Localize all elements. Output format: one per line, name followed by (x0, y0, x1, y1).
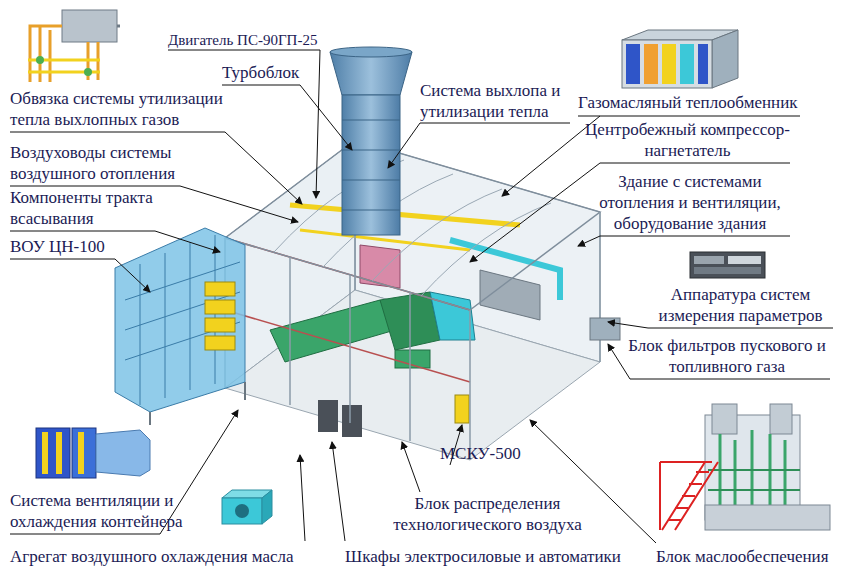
air-intake-part (205, 282, 235, 296)
building-part (590, 318, 620, 340)
building-part (274, 160, 551, 296)
leader-lines (10, 50, 833, 543)
air-intake-part (150, 382, 245, 425)
callout-label: Центробежный компрессор-нагнетатель (580, 119, 795, 161)
air-intake-part (115, 228, 245, 412)
callout-label: Блок фильтров пускового и топливного газ… (622, 335, 832, 377)
heat-exchanger-inset-part (626, 44, 640, 84)
measurement-cabinet-inset-part (728, 256, 761, 264)
oil-supply-inset-part (660, 462, 712, 530)
callout-label: Аппаратура систем измерения параметров (648, 284, 833, 326)
piping-inset-part (62, 10, 117, 42)
oil-cooler-inset-part (222, 498, 262, 524)
leader-lines-part (300, 455, 305, 541)
building-part (360, 245, 400, 288)
callout-label: ВОУ ЦН-100 (10, 236, 105, 257)
callout-label: Двигатель ПС-90ГП-25 (168, 30, 317, 51)
heat-exchanger-inset-part (680, 44, 694, 84)
heat-exchanger-inset (622, 30, 738, 88)
piping-inset (28, 10, 120, 82)
building-part (455, 395, 469, 423)
piping-inset-part (84, 68, 92, 76)
exhaust-stack (330, 47, 412, 235)
building-part (225, 140, 600, 310)
oil-cooler-inset (222, 490, 272, 524)
building-part (290, 205, 520, 225)
callout-label: Шкафы электросиловые и автоматики (345, 546, 621, 567)
ventilation-inset-part (36, 428, 70, 478)
heat-exchanger-inset-part (644, 44, 658, 84)
building-part (430, 292, 475, 340)
oil-cooler-inset-part (262, 490, 272, 524)
ventilation-inset-part (96, 430, 150, 476)
oil-cooler-inset-part (235, 504, 249, 518)
oil-supply-inset-part (705, 505, 830, 530)
ventilation-inset-part (42, 432, 48, 474)
air-intake-part (205, 336, 235, 350)
oil-supply-inset-part (770, 404, 792, 434)
ventilation-inset (36, 428, 150, 478)
heat-exchanger-inset-part (712, 30, 738, 88)
exhaust-stack-part (342, 120, 400, 210)
leader-lines-part (168, 50, 320, 198)
building-part (225, 238, 470, 382)
building-part (318, 400, 338, 432)
callout-label: Здание с системами отопления и вентиляци… (585, 171, 795, 234)
leader-lines-part (10, 259, 150, 292)
callout-label: Блок маслообеспечения (656, 546, 829, 567)
callout-label: Турбоблок (222, 62, 299, 83)
piping-inset-part (30, 26, 98, 82)
building-part (270, 300, 395, 362)
exhaust-stack-part (330, 52, 412, 95)
leader-lines-part (402, 442, 420, 492)
air-intake-part (125, 235, 240, 405)
leader-lines-part (332, 442, 345, 541)
ventilation-inset-part (72, 428, 96, 478)
callout-label: Система вентиляции и охлаждения контейне… (10, 490, 205, 532)
callout-label: Блок распределения технологического возд… (380, 493, 595, 535)
piping-inset-part (36, 56, 44, 64)
leader-lines-part (10, 410, 238, 534)
building-part (225, 140, 600, 460)
callout-label: Обвязка системы утилизации тепла выхлопн… (10, 88, 250, 130)
measurement-cabinet-inset (690, 252, 765, 278)
air-intake (115, 228, 245, 425)
oil-supply-inset-part (720, 430, 785, 505)
callout-label: Агрегат воздушного охлаждения масла (10, 546, 294, 567)
building-part (225, 290, 600, 460)
callout-label: Воздуховоды системы воздушного отопления (10, 142, 200, 184)
heat-exchanger-inset-part (662, 44, 676, 84)
building-part (342, 405, 362, 437)
callout-label: Компоненты тракта всасывания (10, 187, 170, 229)
callout-label: Газомасляный теплообменник (578, 92, 798, 113)
oil-supply-inset (660, 404, 830, 530)
measurement-cabinet-inset-part (690, 252, 765, 278)
heat-exchanger-inset-part (698, 44, 708, 84)
leader-lines-part (222, 85, 352, 150)
air-intake-part (205, 300, 235, 314)
oil-supply-inset-part (708, 470, 800, 490)
measurement-cabinet-inset-part (694, 267, 761, 274)
oil-supply-inset-part (662, 462, 718, 530)
leader-lines-part (578, 236, 790, 246)
callout-label: Система выхлопа и утилизации тепла (420, 80, 578, 122)
leader-lines-part (388, 123, 570, 168)
oil-supply-inset-part (668, 472, 709, 520)
exhaust-stack-part (342, 95, 400, 235)
ventilation-inset-part (78, 432, 84, 474)
piping-inset-part (117, 25, 120, 28)
ventilation-inset-part (56, 432, 62, 474)
callout-label: МСКУ-500 (440, 443, 521, 464)
heat-exchanger-inset-part (622, 40, 712, 88)
oil-supply-inset-part (712, 404, 737, 434)
exhaust-stack-part (330, 47, 412, 57)
measurement-cabinet-inset-part (694, 256, 724, 264)
air-intake-part (205, 318, 235, 332)
